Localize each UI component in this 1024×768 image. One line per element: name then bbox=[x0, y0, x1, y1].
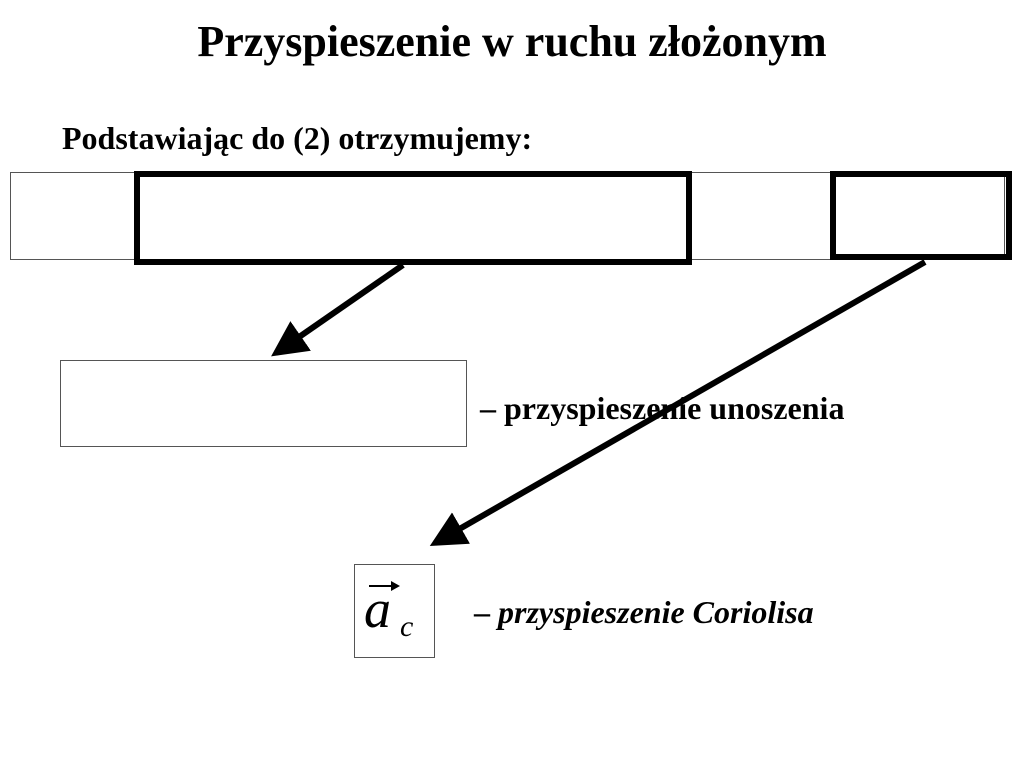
arrow-to-coriolis bbox=[429, 259, 927, 546]
coriolis-symbol: a c bbox=[355, 565, 434, 657]
highlight-coriolis-term bbox=[830, 171, 1012, 260]
coriolis-acceleration-label: – przyspieszenie Coriolisa bbox=[474, 592, 814, 632]
equation-box bbox=[10, 172, 1005, 260]
coriolis-symbol-subscript: c bbox=[400, 610, 414, 643]
coriolis-label-text: przyspieszenie Coriolisa bbox=[498, 594, 814, 630]
arrow-to-transport bbox=[271, 262, 405, 357]
coriolis-acceleration-box: a c bbox=[354, 564, 435, 658]
vector-arrow-icon bbox=[369, 581, 400, 591]
coriolis-symbol-letter: a bbox=[364, 579, 391, 639]
transport-acceleration-label: – przyspieszenie unoszenia bbox=[480, 390, 845, 426]
slide-title: Przyspieszenie w ruchu złożonym bbox=[197, 17, 827, 66]
coriolis-label-dash: – bbox=[474, 594, 498, 630]
transport-acceleration-box bbox=[60, 360, 467, 447]
intro-text: Podstawiając do (2) otrzymujemy: bbox=[62, 120, 533, 156]
highlight-transport-terms bbox=[134, 171, 692, 265]
